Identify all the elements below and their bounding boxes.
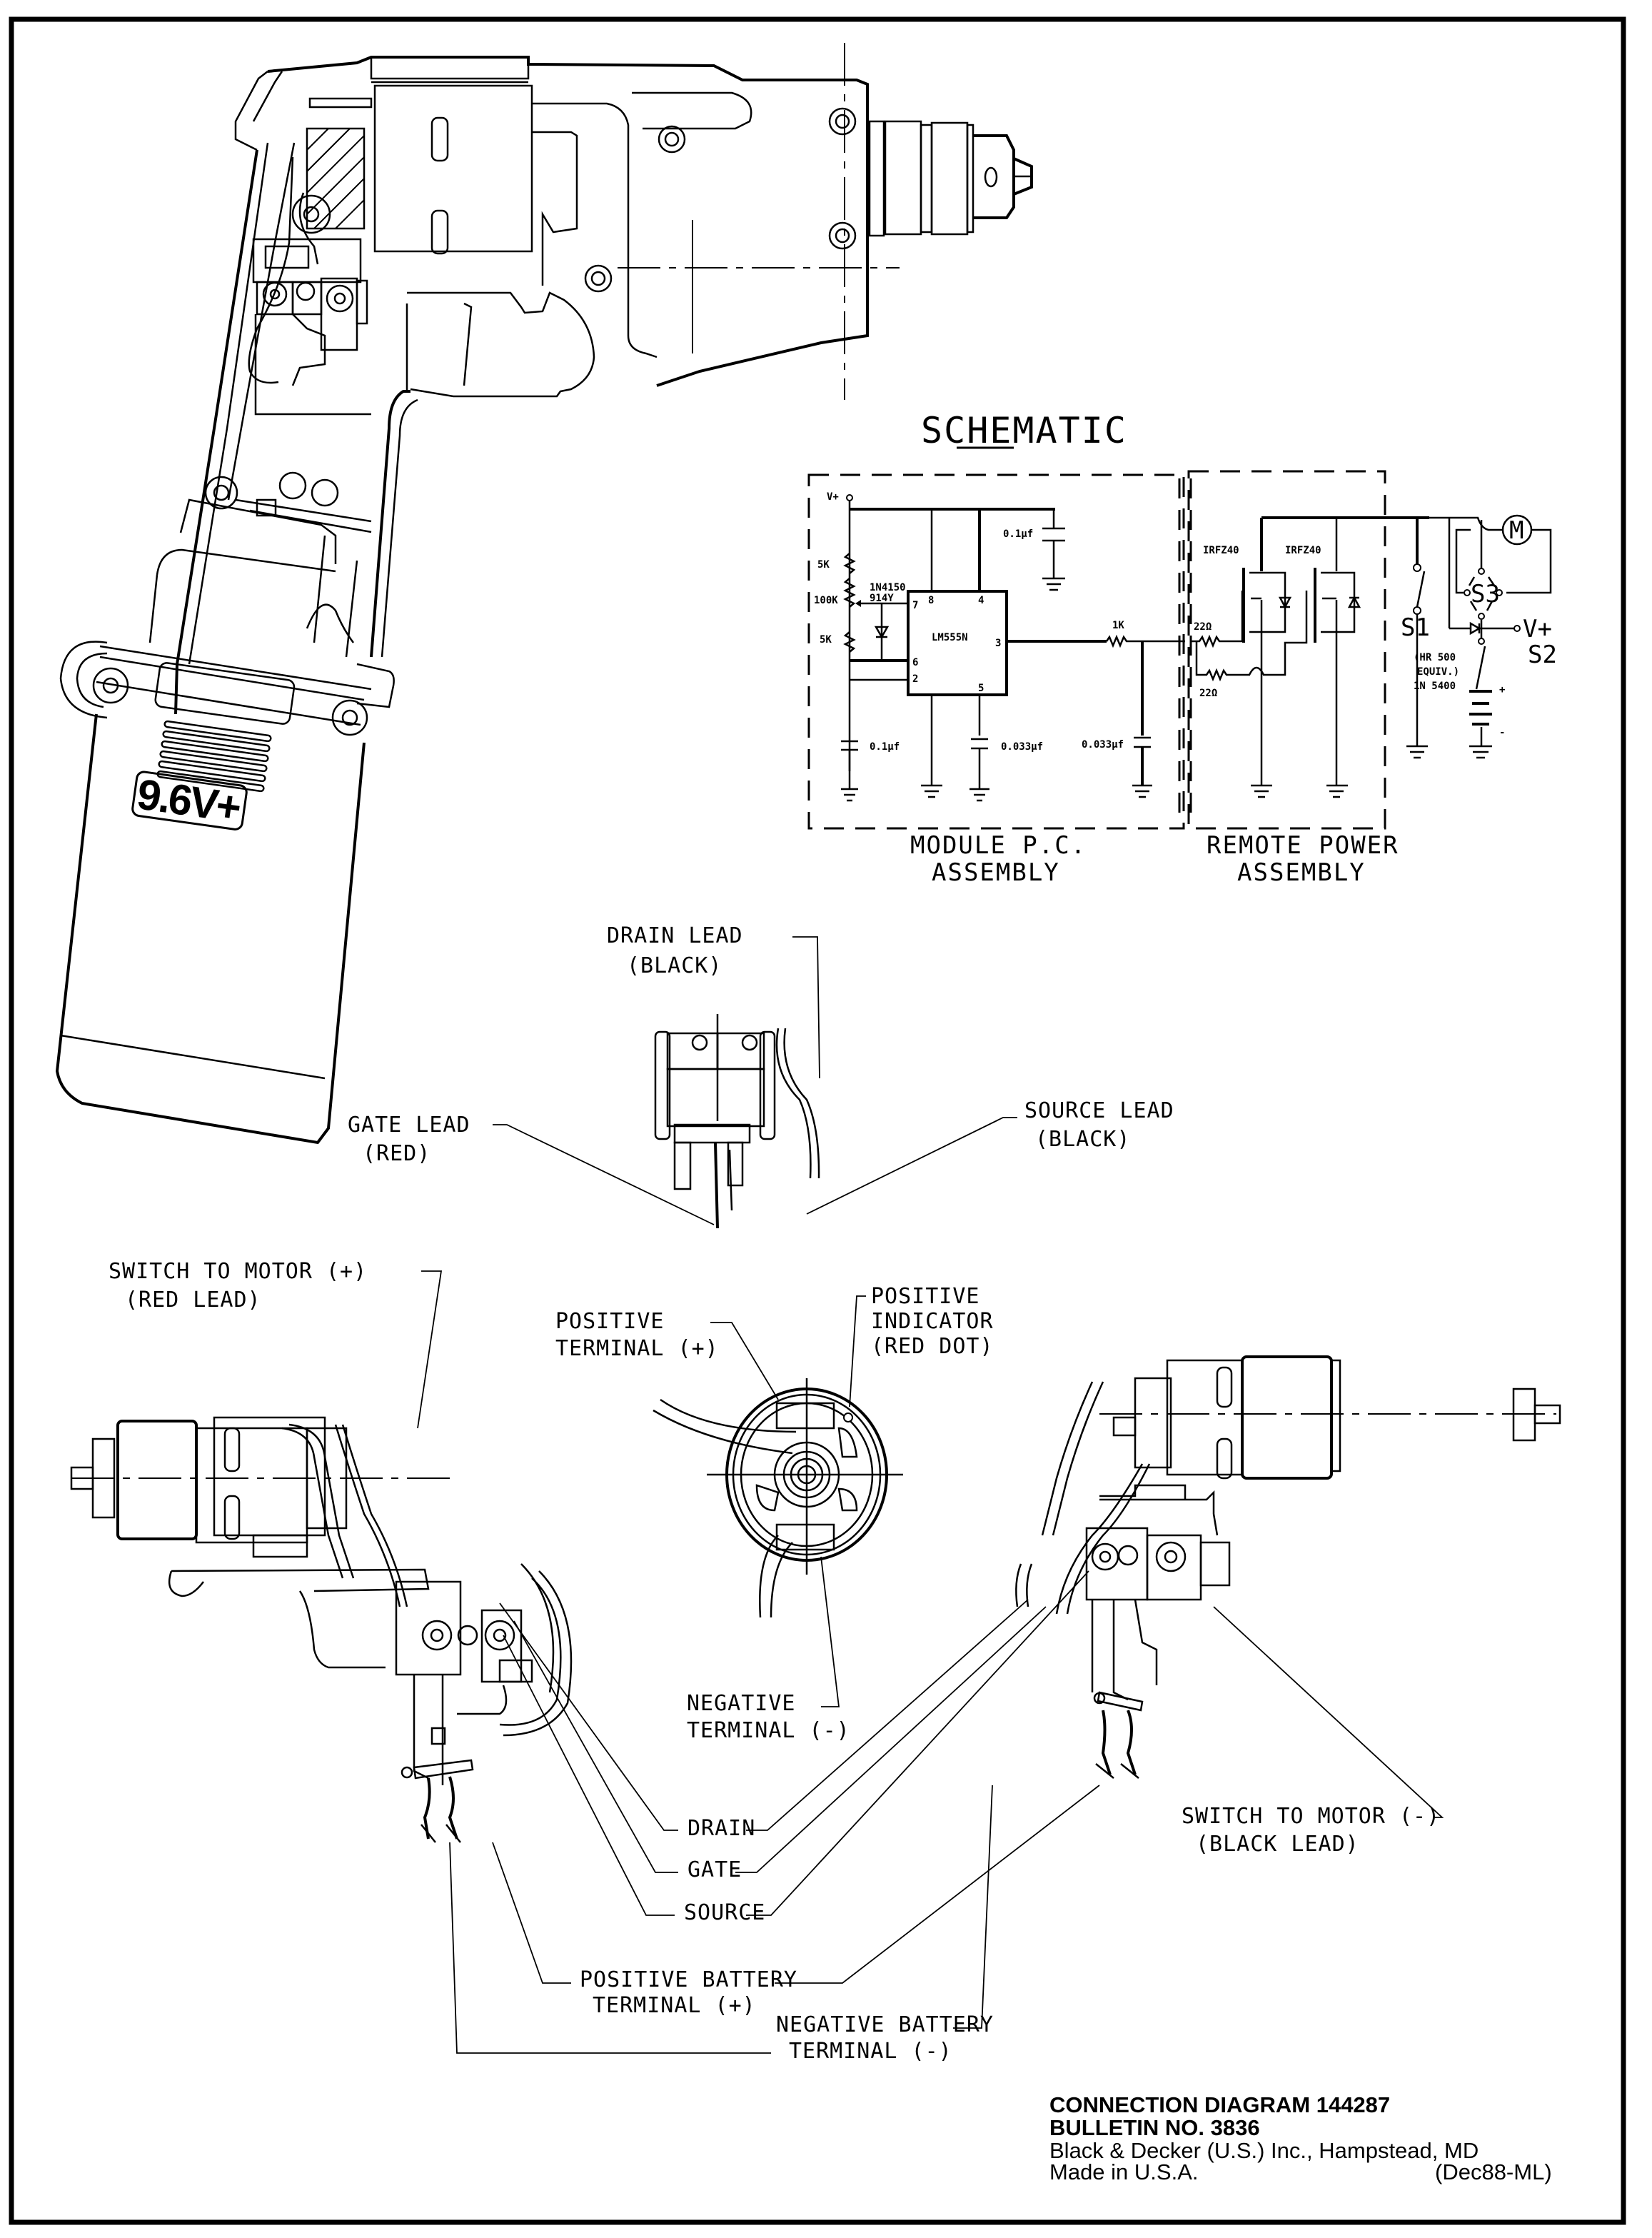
title-block: CONNECTION DIAGRAM 144287 BULLETIN NO. 3… [1049,2092,1552,2184]
negative-battery-terminal-sub-label: TERMINAL (-) [789,2039,952,2064]
ground-symbols-module [841,784,1152,802]
switch-to-motor-negative-label: SWITCH TO MOTOR (-) [1182,1804,1440,1829]
company-address: Black & Decker (U.S.) Inc., Hampstead, M… [1049,2138,1479,2163]
bulletin-number: BULLETIN NO. 3836 [1049,2115,1260,2140]
resistor-gate2-label: 22Ω [1199,688,1217,699]
resistor-5k-top-label: 5K [817,559,830,571]
cap-pin5-label: 0.033µf [1001,741,1043,753]
hatched-brush-section [306,128,365,229]
gate-lead-label: GATE LEAD [348,1113,470,1138]
battery-symbol [1469,690,1492,759]
motor-label: M [1509,516,1523,545]
battery-latch-right [356,663,395,708]
switch-s3-label: S3 [1471,580,1500,608]
remote-assembly-label-2: ASSEMBLY [1237,858,1366,887]
switch-to-motor-positive-color-label: (RED LEAD) [125,1288,261,1313]
module-pc-assembly-box [807,473,1185,830]
ic-lm555n [907,590,1008,696]
battery-vent-grille [156,720,272,793]
remote-power-circuit: 22Ω 22Ω IRFZ40 IRFZ40 [1191,514,1557,798]
mosfet-1-label: IRFZ40 [1203,545,1239,556]
battery-voltage-badge: 9.6V+ [131,770,248,832]
positive-terminal-label: POSITIVE [555,1309,665,1334]
module-assembly-label-1: MODULE P.C. [910,831,1087,860]
vplus-input-label: V+ [827,491,839,503]
resistor-1k-label: 1K [1112,620,1124,631]
connection-diagram-number: CONNECTION DIAGRAM 144287 [1049,2092,1390,2117]
diode2-label-3: 1N 5400 [1414,681,1456,692]
ic-pin-4: 4 [978,595,984,606]
ic-pin-7: 7 [912,600,918,611]
switch-to-motor-positive-label: SWITCH TO MOTOR (+) [109,1259,367,1284]
battery-voltage-label: 9.6V+ [134,770,243,831]
negative-terminal-sub-label: TERMINAL (-) [687,1718,850,1743]
revision-code: (Dec88-ML) [1435,2159,1552,2184]
right-motor-switch-assembly [1015,1355,1561,1779]
positive-indicator-color-label: (RED DOT) [871,1334,994,1359]
battery-latch-left [59,641,108,719]
remote-assembly-label-1: REMOTE POWER [1207,831,1399,860]
cap-bottom-label: 0.1µf [870,741,900,753]
ic-pin-8: 8 [928,595,934,606]
schematic-title: SCHEMATIC [921,410,1127,451]
source-lead-color-label: (BLACK) [1035,1127,1130,1152]
source-label: SOURCE [684,1900,765,1925]
drain-lead-label: DRAIN LEAD [607,923,743,948]
module-circuit: V+ 0.1µf 5K 100K 5K 1N4150 914Y [814,491,1185,802]
drill-chuck [868,120,1033,237]
ic-pin-3: 3 [995,638,1001,649]
switch-s2-label: S2 [1528,641,1557,669]
negative-terminal-label: NEGATIVE [687,1691,796,1716]
ic-pin-5: 5 [978,683,984,694]
resistor-gate1-label: 22Ω [1194,621,1212,633]
positive-battery-terminal-label: POSITIVE BATTERY [580,1967,797,1992]
gate-label: GATE [688,1857,742,1882]
negative-battery-terminal-label: NEGATIVE BATTERY [776,2012,994,2037]
switch-to-motor-negative-color-label: (BLACK LEAD) [1196,1832,1359,1857]
mosfet-2-label: IRFZ40 [1285,545,1321,556]
drill-cutaway-drawing: 9.6V+ [55,43,1033,1145]
diode-type-label: 1N4150 [870,582,906,593]
made-in-label: Made in U.S.A. [1049,2159,1198,2184]
schematic: SCHEMATIC V+ 0.1µf 5K 100K 5K 1N4150 [807,410,1557,887]
page-border [9,16,1626,2225]
source-lead-label: SOURCE LEAD [1024,1098,1174,1123]
remote-power-assembly-box [1187,470,1386,830]
vplus-output-label: V+ [1523,615,1552,643]
positive-terminal-sub-label: TERMINAL (+) [555,1336,719,1361]
ic-label: LM555N [932,632,968,643]
lower-callouts: DRAIN GATE SOURCE SWITCH TO MOTOR (-) (B… [449,1570,1444,2064]
potentiometer-100k-label: 100K [814,595,838,606]
cap-top-label: 0.1µf [1003,528,1033,540]
positive-indicator-sub-label: INDICATOR [871,1309,994,1334]
diode-type-label-2: 914Y [870,593,894,604]
battery-minus-label: - [1499,727,1505,738]
motor-end-view: POSITIVE TERMINAL (+) POSITIVE INDICATOR… [555,1284,994,1743]
resistor-5k-bottom-label: 5K [820,634,832,646]
battery-plus-label: + [1499,684,1505,696]
left-motor-switch-assembly: SWITCH TO MOTOR (+) (RED LEAD) [70,1259,573,1843]
drain-lead-color-label: (BLACK) [627,953,722,978]
positive-indicator-label: POSITIVE [871,1284,980,1309]
ic-pin-2: 2 [912,673,918,685]
switch-s1-label: S1 [1401,613,1430,642]
gate-lead-color-label: (RED) [363,1141,430,1166]
ic-pin-6: 6 [912,657,918,668]
positive-battery-terminal-sub-label: TERMINAL (+) [593,1993,756,2018]
diode2-label-2: EQUIV.) [1417,666,1459,678]
cap-output-label: 0.033µf [1082,739,1124,751]
mosfet-lead-detail: DRAIN LEAD (BLACK) GATE LEAD (RED) SOURC… [348,923,1174,1229]
diode2-label-1: (HR 500 [1414,652,1456,663]
drain-label: DRAIN [688,1816,755,1841]
module-assembly-label-2: ASSEMBLY [932,858,1060,887]
